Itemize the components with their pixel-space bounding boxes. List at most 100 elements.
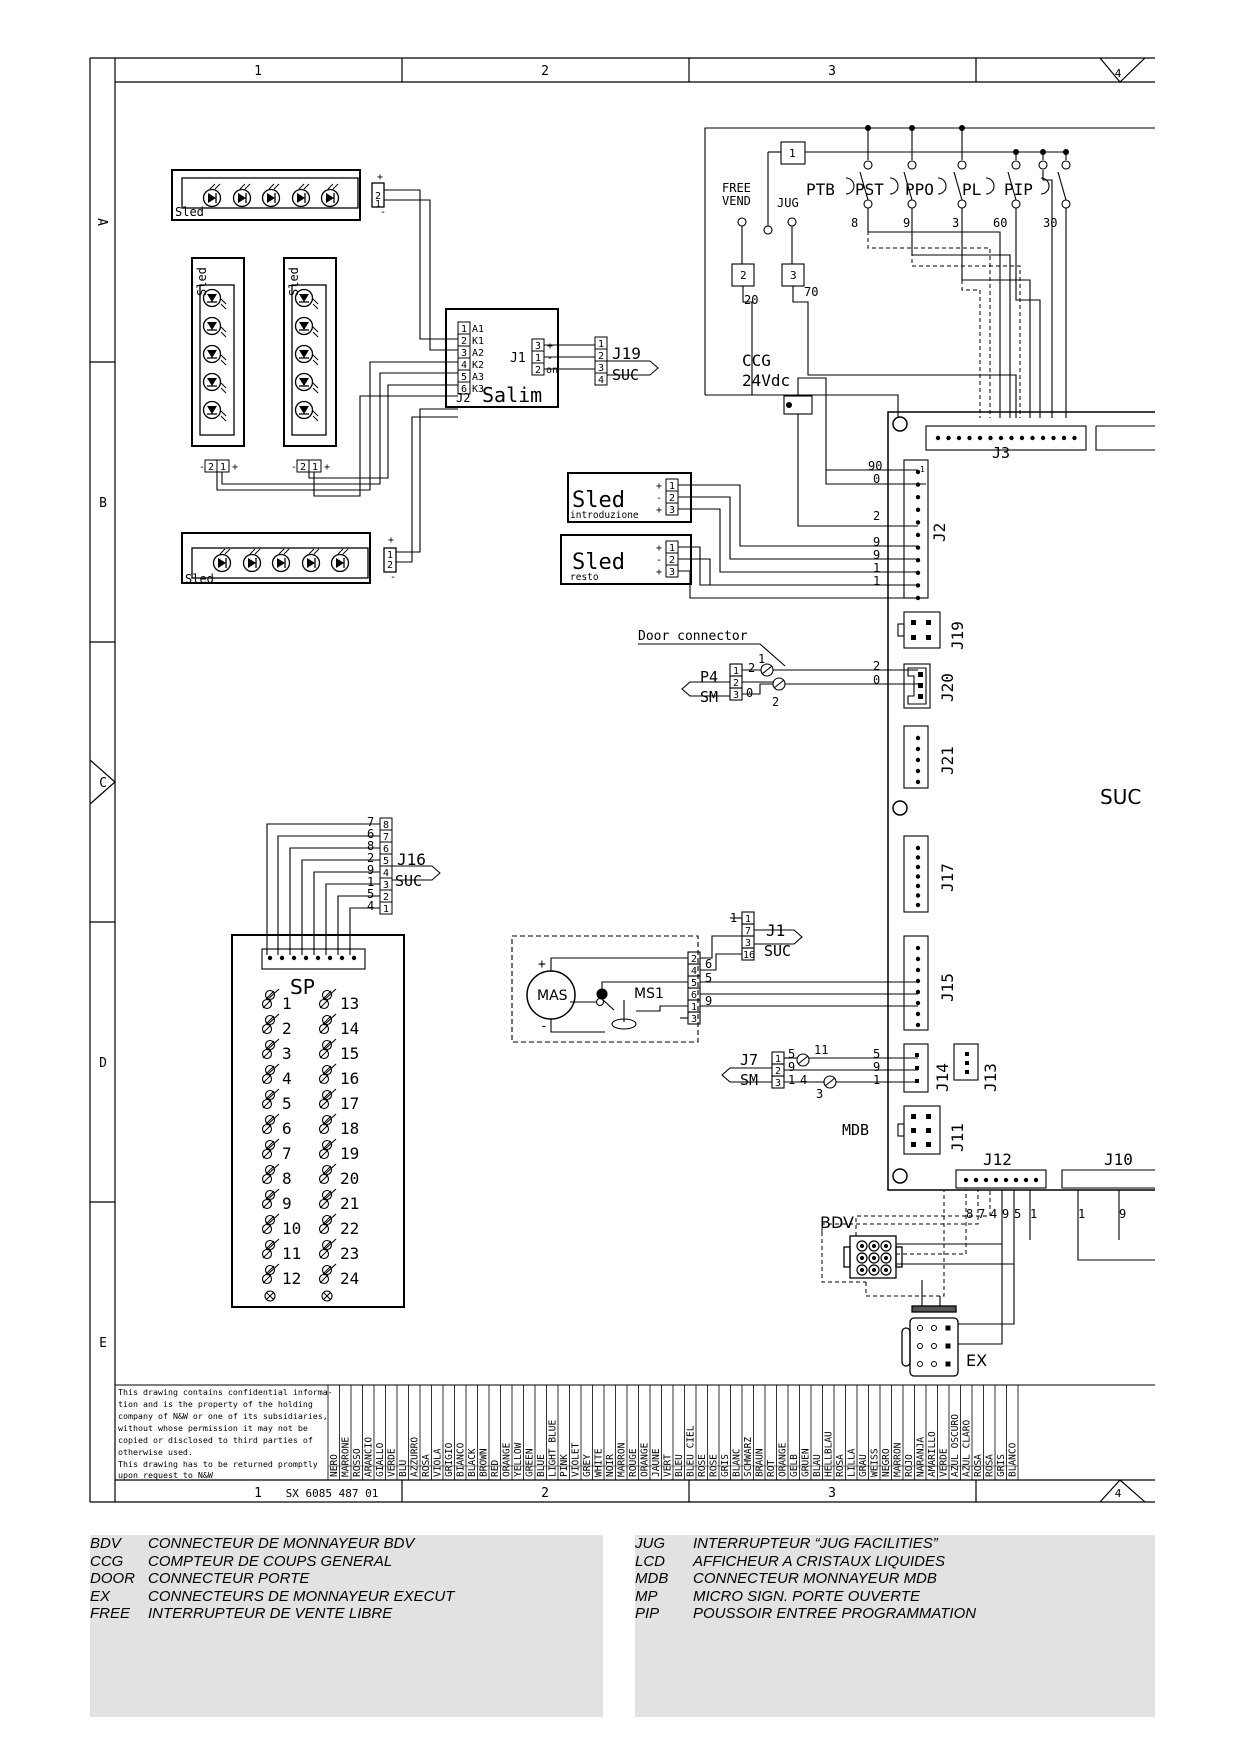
- legend-code: MP: [635, 1587, 658, 1605]
- bdv-dashed-wiring: [821, 1190, 991, 1297]
- svg-text:11: 11: [814, 1043, 828, 1057]
- color-name: ORANGE: [640, 1442, 651, 1477]
- key-switch-icon: [261, 1238, 280, 1260]
- key-switch-icon: [261, 1113, 280, 1135]
- led-icon: [291, 183, 311, 208]
- svg-text:3: 3: [383, 880, 389, 891]
- color-name: VERT: [663, 1454, 674, 1477]
- motor-section: [511, 911, 918, 1043]
- led-icon: [294, 400, 319, 422]
- led-icon: [202, 183, 222, 208]
- color-name: BLANC: [732, 1448, 743, 1477]
- sled-strip-right: [283, 257, 337, 447]
- mas-label: MAS: [537, 988, 568, 1004]
- svg-text:70: 70: [804, 285, 818, 299]
- svg-text:9: 9: [705, 994, 712, 1008]
- svg-text:90: 90: [868, 459, 882, 473]
- ex-label: EX: [966, 1351, 987, 1370]
- key-number: 17: [340, 1094, 359, 1113]
- salim-j2-label: J2: [456, 391, 470, 405]
- p4-sm-label: SM: [700, 688, 718, 706]
- svg-text:6: 6: [705, 957, 712, 971]
- sp-label: SP: [290, 975, 315, 999]
- legend-code: CCG: [90, 1552, 124, 1570]
- key-switch-icon: [318, 1038, 337, 1060]
- sled-resto-sub: resto: [570, 572, 599, 583]
- color-name: NERO: [329, 1454, 340, 1477]
- salim-label: Salim: [482, 383, 542, 407]
- svg-text:+: +: [377, 172, 383, 183]
- key-number: 18: [340, 1119, 359, 1138]
- motor-minus: -: [540, 1019, 548, 1034]
- legend-code: BDV: [90, 1535, 121, 1552]
- j21-connector: [903, 725, 929, 789]
- led-icon: [202, 344, 227, 366]
- legend-text: INTERRUPTEUR “JUG FACILITIES”: [693, 1535, 938, 1552]
- led-icon: [202, 316, 227, 338]
- svg-text:-: -: [380, 207, 386, 218]
- svg-text:8: 8: [966, 1207, 973, 1221]
- key-switch-icon: [261, 1138, 280, 1160]
- connector-label: J17: [938, 863, 957, 892]
- svg-text:1: 1: [312, 462, 318, 473]
- key-switch-icon: [318, 1238, 337, 1260]
- svg-text:3: 3: [952, 216, 959, 230]
- color-name: AZZURRO: [410, 1437, 421, 1477]
- j20-pins: [918, 672, 923, 699]
- note-line: tion and is the property of the holding: [118, 1399, 313, 1409]
- j1b-suc-label: SUC: [764, 942, 791, 960]
- door-pins: 123: [733, 666, 739, 701]
- legend-code: DOOR: [90, 1570, 135, 1587]
- j17-connector: [903, 835, 929, 913]
- svg-text:0: 0: [746, 686, 753, 700]
- door-connector: [638, 643, 918, 701]
- color-name: ORANGE: [502, 1442, 513, 1477]
- key-number: 19: [340, 1144, 359, 1163]
- sled-intro-label: Sled: [572, 488, 625, 513]
- sled-label: Sled: [195, 267, 209, 296]
- color-name: BIANCO: [456, 1442, 467, 1477]
- led-icon: [202, 400, 227, 422]
- svg-text:9: 9: [367, 863, 374, 877]
- svg-text:2: 2: [748, 661, 755, 675]
- color-name: ORANGE: [778, 1442, 789, 1477]
- switch-wiring: [704, 127, 1155, 418]
- color-name: VIOLA: [433, 1448, 444, 1477]
- connector-label: J11: [948, 1123, 967, 1152]
- terminal-icon: [264, 1290, 276, 1302]
- svg-text:2: 2: [669, 555, 675, 566]
- column-number: 4: [1115, 67, 1122, 80]
- color-name: GRIS: [720, 1454, 731, 1477]
- motor-plus: +: [538, 957, 546, 972]
- legend-code: EX: [90, 1587, 111, 1605]
- connector-label: J2: [930, 523, 949, 542]
- color-name: ARANCIO: [364, 1437, 375, 1477]
- key-number: 20: [340, 1169, 359, 1188]
- j7-sm-label: SM: [740, 1071, 758, 1089]
- led-icon: [212, 548, 232, 573]
- color-name: ROJO: [904, 1454, 915, 1477]
- sled-connectors: [204, 459, 322, 473]
- svg-text:3: 3: [745, 938, 751, 949]
- j11-pins: [911, 1114, 931, 1147]
- key-number: 24: [340, 1269, 359, 1288]
- row-letter: C: [99, 776, 107, 791]
- j11-connector: [897, 1105, 941, 1155]
- svg-text:8: 8: [851, 216, 858, 230]
- j19-suc-label: SUC: [612, 366, 639, 384]
- color-name: ROSE: [697, 1454, 708, 1477]
- svg-text:2: 2: [772, 695, 779, 709]
- svg-text:1: 1: [1030, 1207, 1037, 1221]
- j15-pins: [915, 945, 921, 1028]
- key-number: 2: [282, 1019, 292, 1038]
- color-name: GRUEN: [801, 1448, 812, 1477]
- j12-connector: [955, 1169, 1155, 1189]
- connector-label: J15: [938, 973, 957, 1002]
